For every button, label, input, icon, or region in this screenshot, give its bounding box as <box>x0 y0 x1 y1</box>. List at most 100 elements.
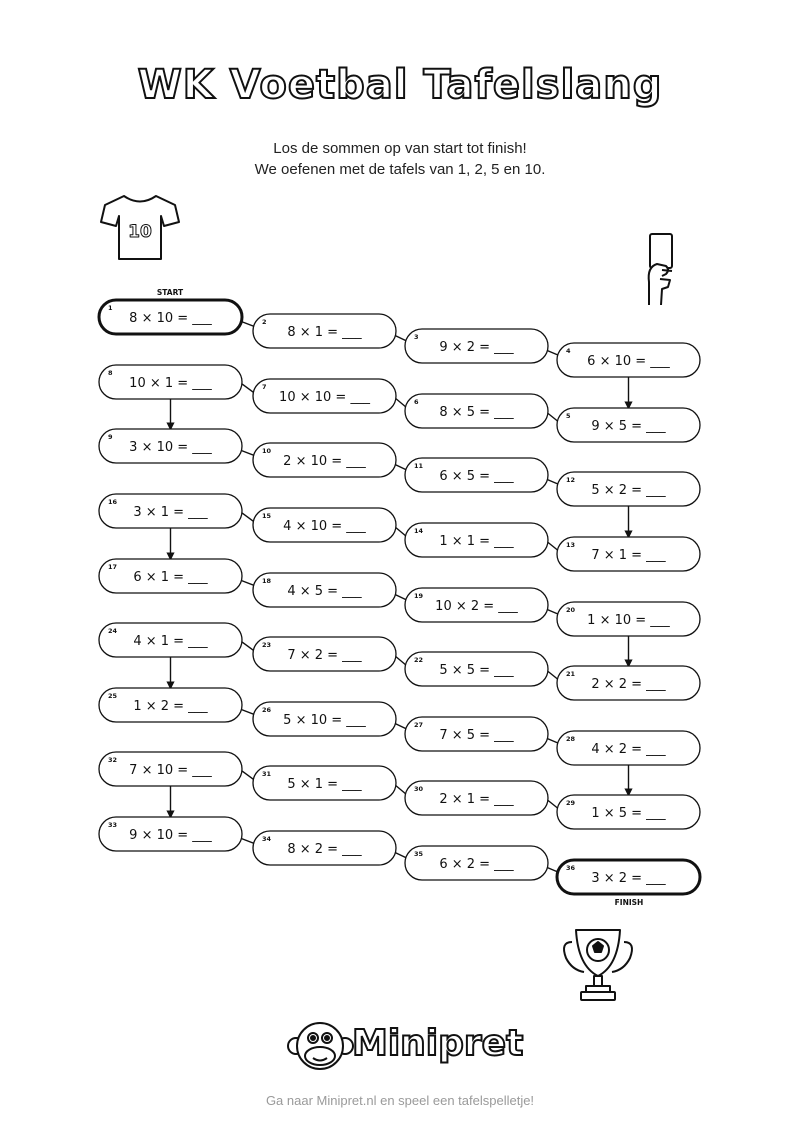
problem-text[interactable]: 6 × 2 = ___ <box>439 857 514 872</box>
problem-text[interactable]: 5 × 5 = ___ <box>439 663 514 678</box>
card-hand-icon <box>647 233 673 306</box>
finish-label: FINISH <box>615 898 644 907</box>
problem-text[interactable]: 7 × 1 = ___ <box>591 548 666 563</box>
problem-text[interactable]: 3 × 1 = ___ <box>133 505 208 520</box>
problem-4: 46 × 10 = ___ <box>556 342 701 378</box>
problem-31: 31 5 × 1 = ___ <box>252 765 397 801</box>
problem-number: 23 <box>262 641 271 649</box>
problem-pill <box>252 572 397 608</box>
problem-16: 163 × 1 = ___ <box>98 493 243 529</box>
problem-number: 34 <box>262 835 272 843</box>
shirt-number: 10 <box>128 222 152 242</box>
problem-number: 18 <box>262 577 272 585</box>
problem-number: 7 <box>262 383 267 391</box>
problem-23: 23 7 × 2 = ___ <box>252 636 397 672</box>
problem-30: 30 2 × 1 = ___ <box>404 780 549 816</box>
problem-text[interactable]: 10 × 2 = ___ <box>435 599 518 614</box>
problem-pill <box>404 651 549 687</box>
problem-text[interactable]: 8 × 1 = ___ <box>287 325 362 340</box>
problem-text[interactable]: 9 × 5 = ___ <box>591 419 666 434</box>
start-label: START <box>157 288 184 297</box>
problem-18: 18 4 × 5 = ___ <box>252 572 397 608</box>
problem-5: 59 × 5 = ___ <box>556 407 701 443</box>
problem-text[interactable]: 3 × 10 = ___ <box>129 440 212 455</box>
problem-13: 137 × 1 = ___ <box>556 536 701 572</box>
problem-pill <box>97 298 244 336</box>
problem-text[interactable]: 4 × 5 = ___ <box>287 584 362 599</box>
problem-6: 6 8 × 5 = ___ <box>404 393 549 429</box>
problem-text[interactable]: 10 × 1 = ___ <box>129 376 212 391</box>
problem-pill <box>252 701 397 737</box>
problem-text[interactable]: 6 × 10 = ___ <box>587 354 670 369</box>
problem-pill <box>556 407 701 443</box>
problem-text[interactable]: 1 × 5 = ___ <box>591 806 666 821</box>
problem-text[interactable]: 7 × 5 = ___ <box>439 728 514 743</box>
problem-pill <box>252 313 397 349</box>
problem-number: 19 <box>414 592 424 600</box>
problem-17: 176 × 1 = ___ <box>98 558 243 594</box>
problem-pill <box>404 716 549 752</box>
problem-text[interactable]: 7 × 10 = ___ <box>129 763 212 778</box>
problem-36: 363 × 2 = ___ <box>555 858 702 896</box>
problem-text[interactable]: 5 × 10 = ___ <box>283 713 366 728</box>
problem-text[interactable]: 2 × 1 = ___ <box>439 792 514 807</box>
footer-note: Ga naar Minipret.nl en speel een tafelsp… <box>265 1093 535 1108</box>
problem-text[interactable]: 8 × 2 = ___ <box>287 842 362 857</box>
problem-34: 34 8 × 2 = ___ <box>252 830 397 866</box>
problem-pill <box>404 845 549 881</box>
problem-text[interactable]: 2 × 10 = ___ <box>283 454 366 469</box>
problem-text[interactable]: 10 × 10 = ___ <box>279 390 370 405</box>
problem-text[interactable]: 8 × 10 = ___ <box>129 311 212 326</box>
problem-pill <box>252 507 397 543</box>
problem-14: 141 × 1 = ___ <box>404 522 549 558</box>
problem-text[interactable]: 8 × 5 = ___ <box>439 405 514 420</box>
problem-text[interactable]: 9 × 2 = ___ <box>439 340 514 355</box>
trophy-icon <box>563 929 633 1001</box>
problem-10: 102 × 10 = ___ <box>252 442 397 478</box>
problem-pill <box>98 687 243 723</box>
problem-27: 277 × 5 = ___ <box>404 716 549 752</box>
problem-text[interactable]: 4 × 10 = ___ <box>283 519 366 534</box>
problem-pill <box>252 830 397 866</box>
problem-number: 12 <box>566 476 575 484</box>
problem-text[interactable]: 1 × 2 = ___ <box>133 699 208 714</box>
problem-12: 12 5 × 2 = ___ <box>556 471 701 507</box>
problem-number: 31 <box>262 770 272 778</box>
problem-pill <box>252 378 397 414</box>
problem-text[interactable]: 6 × 5 = ___ <box>439 469 514 484</box>
problem-7: 7 10 × 10 = ___ <box>252 378 397 414</box>
problem-text[interactable]: 5 × 2 = ___ <box>591 483 666 498</box>
problem-text[interactable]: 9 × 10 = ___ <box>129 828 212 843</box>
problem-text[interactable]: 1 × 10 = ___ <box>587 613 670 628</box>
page-title: WK Voetbal Tafelslang <box>137 61 663 109</box>
problem-33: 339 × 10 = ___ <box>98 816 243 852</box>
problem-number: 24 <box>108 627 118 635</box>
problem-text[interactable]: 1 × 1 = ___ <box>439 534 514 549</box>
problem-pill <box>404 780 549 816</box>
problem-21: 21 2 × 2 = ___ <box>556 665 701 701</box>
problem-text[interactable]: 7 × 2 = ___ <box>287 648 362 663</box>
problem-number: 25 <box>108 692 118 700</box>
problem-pill <box>252 636 397 672</box>
problem-text[interactable]: 6 × 1 = ___ <box>133 570 208 585</box>
subtitle-line-2: We oefenen met de tafels van 1, 2, 5 en … <box>254 161 546 178</box>
problem-number: 11 <box>414 462 424 470</box>
problem-text[interactable]: 3 × 2 = ___ <box>591 871 666 886</box>
problem-text[interactable]: 4 × 2 = ___ <box>591 742 666 757</box>
problem-text[interactable]: 2 × 2 = ___ <box>591 677 666 692</box>
problem-pill <box>98 493 243 529</box>
problem-pill <box>404 457 549 493</box>
problem-number: 9 <box>108 433 113 441</box>
problem-text[interactable]: 5 × 1 = ___ <box>287 777 362 792</box>
shirt-icon: 10 <box>100 195 180 260</box>
problem-number: 20 <box>566 606 576 614</box>
problem-9: 9 3 × 10 = ___ <box>98 428 243 464</box>
problem-number: 21 <box>566 670 576 678</box>
problem-32: 327 × 10 = ___ <box>98 751 243 787</box>
problem-text[interactable]: 4 × 1 = ___ <box>133 634 208 649</box>
problem-pill <box>98 751 243 787</box>
problem-number: 6 <box>414 398 419 406</box>
problem-pill <box>252 442 397 478</box>
problem-number: 30 <box>414 785 424 793</box>
